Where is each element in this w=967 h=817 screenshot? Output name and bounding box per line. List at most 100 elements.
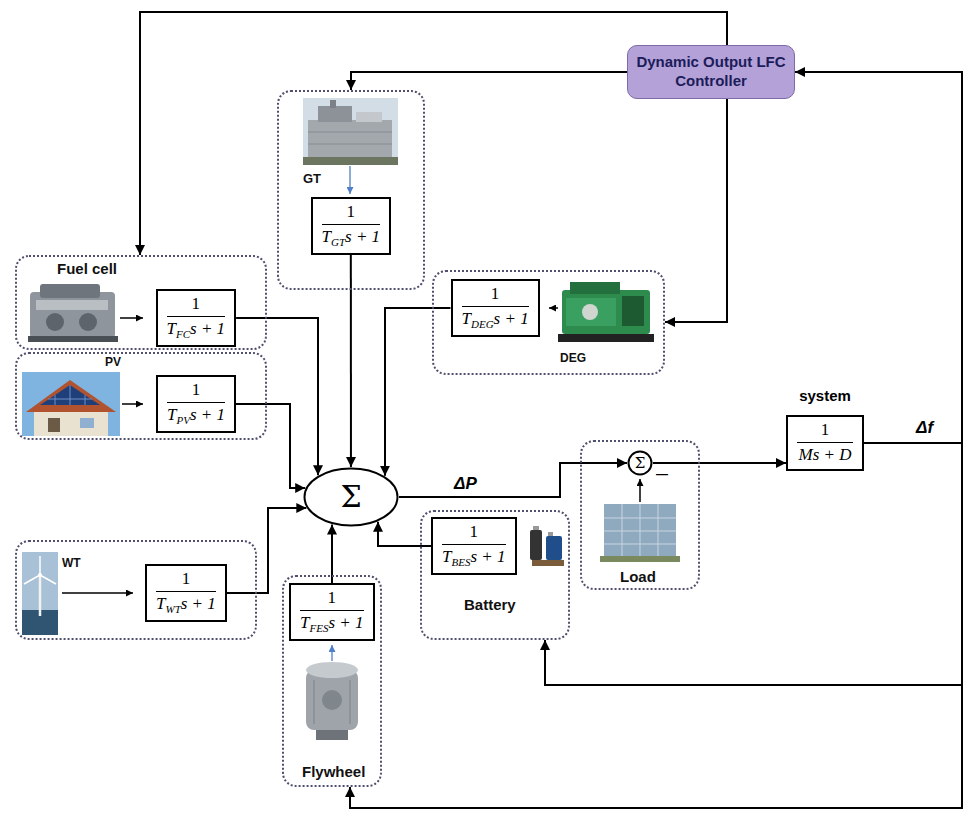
numerator-line: 1 xyxy=(156,569,216,589)
connector xyxy=(665,99,727,323)
wind-turbine-picture xyxy=(39,556,41,575)
numerator-line: 1 xyxy=(797,420,853,440)
denominator: T xyxy=(156,594,165,613)
denominator-line: TDEGs + 1 xyxy=(462,309,529,331)
fraction-bar xyxy=(300,610,364,612)
denominator: s + 1 xyxy=(470,547,505,566)
load-building-picture xyxy=(604,504,676,558)
diesel-generator-picture xyxy=(562,290,650,334)
connector xyxy=(385,308,451,476)
junction-circle xyxy=(305,469,398,526)
fraction-bar xyxy=(462,306,529,308)
flywheel-picture xyxy=(316,730,348,740)
solar-house-picture xyxy=(22,372,120,436)
flywheel-picture xyxy=(306,670,358,730)
sum-sign: Σ xyxy=(635,456,646,471)
source-group: 1TGTs + 1GT xyxy=(277,90,425,290)
sum-sign: Σ xyxy=(340,482,361,512)
denominator-line: TFCs + 1 xyxy=(167,319,226,341)
denominator: T xyxy=(300,613,309,632)
numerator: 1 xyxy=(470,522,479,541)
picture-arrow xyxy=(122,403,143,405)
summing-junction: Σ xyxy=(627,450,653,476)
group-heading: DEG xyxy=(560,352,586,366)
transfer-function-box: 1TFESs + 1 xyxy=(289,583,375,641)
numerator: 1 xyxy=(821,420,830,439)
subscript: WT xyxy=(165,603,180,615)
denominator-line: TPVs + 1 xyxy=(167,405,225,427)
numerator-line: 1 xyxy=(300,588,364,608)
solar-house-picture xyxy=(70,385,71,405)
connector xyxy=(350,255,352,467)
subscript: FC xyxy=(176,328,190,340)
diesel-generator-picture xyxy=(582,304,598,320)
denominator: T xyxy=(442,547,451,566)
denominator-line: TGTs + 1 xyxy=(322,227,381,249)
numerator-line: 1 xyxy=(322,202,381,222)
group-heading: PV xyxy=(105,356,121,370)
diesel-generator-picture xyxy=(570,282,620,294)
battery-picture xyxy=(533,526,539,530)
transfer-function-box: 1TWTs + 1 xyxy=(145,564,227,622)
connector xyxy=(653,462,786,464)
transfer-function-box: 1TFCs + 1 xyxy=(156,289,237,347)
connector xyxy=(545,443,962,685)
controller-box: Dynamic Output LFC Controller xyxy=(627,45,795,99)
solar-house-picture xyxy=(40,385,100,405)
fraction-bar xyxy=(442,544,506,546)
block-heading: system xyxy=(799,387,851,404)
solar-house-picture xyxy=(22,372,120,436)
picture-arrow xyxy=(549,307,558,309)
solar-house-picture xyxy=(85,395,86,405)
numerator: 1 xyxy=(192,380,201,399)
numerator: 1 xyxy=(347,202,356,221)
solar-house-picture xyxy=(55,395,56,405)
wind-turbine-picture xyxy=(40,575,56,584)
fuel-cell-picture xyxy=(46,313,64,331)
sign-mark: — xyxy=(656,467,668,481)
gas-turbine-picture xyxy=(308,120,392,158)
subscript: DEG xyxy=(471,318,494,330)
fuel-cell-picture xyxy=(79,313,97,331)
numerator: 1 xyxy=(491,284,500,303)
denominator: s + 1 xyxy=(345,227,380,246)
numerator: 1 xyxy=(182,569,191,588)
numerator-line: 1 xyxy=(442,522,506,542)
connector xyxy=(795,72,962,443)
fraction-bar xyxy=(156,591,216,593)
denominator: s + 1 xyxy=(494,309,529,328)
system-block: system1Ms + D xyxy=(786,415,864,471)
connector xyxy=(350,443,962,808)
transfer-function-box: 1TGTs + 1 xyxy=(311,197,392,255)
source-group: 1TFCs + 1Fuel cell xyxy=(15,255,267,350)
gas-turbine-picture xyxy=(303,157,398,165)
picture-arrow xyxy=(349,166,350,194)
denominator: s + 1 xyxy=(328,613,363,632)
subscript: PV xyxy=(176,414,189,426)
fuel-cell-picture xyxy=(28,336,118,342)
wind-turbine-picture xyxy=(38,573,42,577)
gas-turbine-picture xyxy=(330,100,336,108)
group-heading: Load xyxy=(620,568,656,585)
diesel-generator-picture xyxy=(622,296,644,326)
solar-house-picture xyxy=(34,412,108,436)
fuel-cell-picture xyxy=(28,284,118,342)
group-heading: Flywheel xyxy=(302,763,365,780)
load-building-picture xyxy=(600,556,680,562)
transfer-function-box: 1TDEGs + 1 xyxy=(451,279,540,337)
solar-house-picture xyxy=(26,380,116,412)
numerator-line: 1 xyxy=(462,284,529,304)
battery-picture xyxy=(532,560,564,566)
fuel-cell-picture xyxy=(30,292,115,338)
flywheel-picture xyxy=(306,662,358,740)
fuel-cell-picture xyxy=(40,284,100,298)
denominator: s + 1 xyxy=(190,319,225,338)
connector xyxy=(236,404,305,488)
numerator: 1 xyxy=(328,588,337,607)
solar-house-picture xyxy=(48,399,92,400)
diesel-generator-picture xyxy=(558,282,654,342)
load-building-picture xyxy=(622,504,623,558)
source-group: Σ Load xyxy=(580,440,700,590)
picture-arrow xyxy=(331,645,332,661)
